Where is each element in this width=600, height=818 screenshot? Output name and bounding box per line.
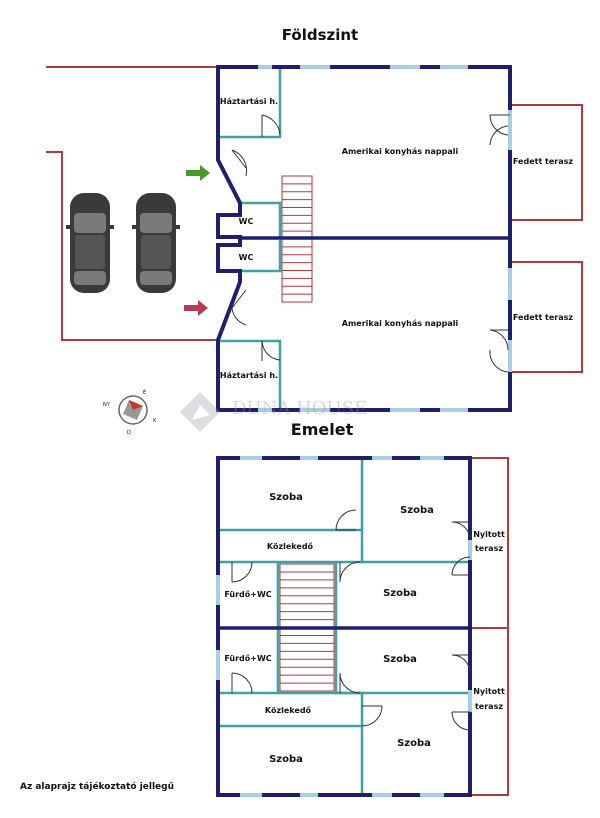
label-living-top: Amerikai konyhás nappali bbox=[342, 147, 459, 156]
label-room-6: Szoba bbox=[269, 754, 303, 765]
ground-windows bbox=[258, 65, 512, 412]
label-wc-bottom: WC bbox=[239, 253, 254, 262]
label-room-5: Szoba bbox=[397, 738, 431, 749]
label-storage-top: Háztartási h. bbox=[220, 97, 278, 106]
site-boundary bbox=[46, 66, 583, 796]
label-room-2: Szoba bbox=[400, 505, 434, 516]
label-balcony-bottom-2: terasz bbox=[475, 702, 503, 711]
entrance-arrow-top bbox=[186, 165, 210, 181]
ground-doors bbox=[231, 114, 510, 373]
car-icon bbox=[132, 193, 180, 293]
car-icon bbox=[66, 193, 114, 293]
label-corridor-bottom: Közlekedő bbox=[265, 706, 312, 715]
entrance-arrow-bottom bbox=[184, 300, 208, 316]
label-bath-top: Fürdő+WC bbox=[224, 590, 271, 599]
title-ground-floor: Földszint bbox=[282, 26, 358, 44]
label-terrace-top: Fedett terasz bbox=[513, 157, 574, 166]
label-corridor-top: Közlekedő bbox=[267, 542, 314, 551]
watermark: DUNA HOUSE bbox=[180, 392, 367, 432]
upper-doors bbox=[231, 509, 471, 731]
label-bath-bottom: Fürdő+WC bbox=[224, 654, 271, 663]
compass-s: D bbox=[127, 430, 131, 436]
label-living-bottom: Amerikai konyhás nappali bbox=[342, 319, 459, 328]
title-upper-floor: Emelet bbox=[291, 420, 354, 439]
upper-windows bbox=[216, 456, 472, 797]
compass-e: K bbox=[153, 418, 157, 424]
compass-icon: É K D NY bbox=[103, 388, 157, 436]
label-room-1: Szoba bbox=[269, 492, 303, 503]
ground-inner-walls bbox=[218, 67, 282, 410]
compass-n: É bbox=[143, 388, 146, 396]
label-room-4: Szoba bbox=[383, 654, 417, 665]
label-balcony-bottom-1: Nyitott bbox=[473, 687, 505, 696]
upper-outer-walls bbox=[216, 456, 472, 797]
label-terrace-bottom: Fedett terasz bbox=[513, 313, 574, 322]
watermark-text: DUNA HOUSE bbox=[232, 398, 367, 419]
label-wc-top: WC bbox=[239, 217, 254, 226]
ground-room-labels: Háztartási h. Amerikai konyhás nappali F… bbox=[220, 97, 574, 380]
upper-inner-walls bbox=[218, 458, 470, 795]
label-storage-bottom: Háztartási h. bbox=[220, 371, 278, 380]
label-balcony-top-2: terasz bbox=[475, 544, 503, 553]
label-balcony-top-1: Nyitott bbox=[473, 530, 505, 539]
label-room-3: Szoba bbox=[383, 588, 417, 599]
compass-w: NY bbox=[103, 402, 111, 408]
upper-room-labels: Szoba Szoba Közlekedő Nyitott terasz Für… bbox=[224, 492, 505, 765]
disclaimer-text: Az alaprajz tájékoztató jellegű bbox=[20, 781, 174, 792]
